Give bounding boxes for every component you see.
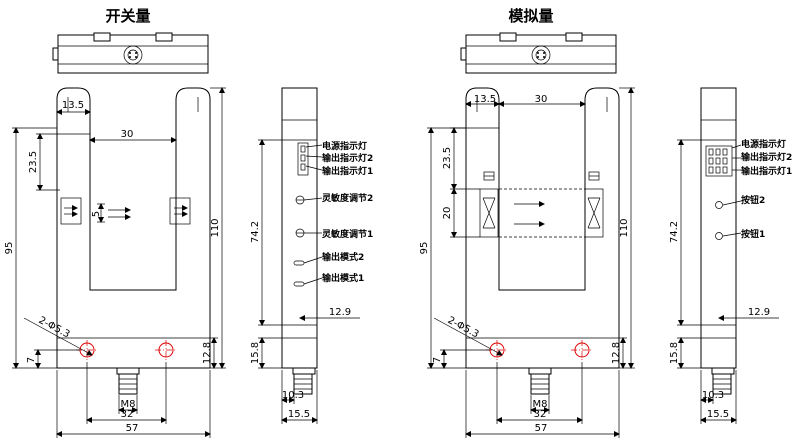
title-analog: 模拟量 — [508, 7, 553, 25]
dim-15-5-analog: 15.5 — [707, 409, 729, 420]
dim-57: 57 — [126, 423, 139, 434]
dim-20-analog: 20 — [442, 207, 453, 220]
label-switch-output-led-2: 输出指示灯2 — [322, 152, 373, 164]
dim-30: 30 — [121, 129, 134, 140]
switch-side-leaders: 电源指示灯 输出指示灯2 输出指示灯1 灵敏度调节2 灵敏度调节1 输出模式2 … — [303, 140, 373, 285]
label-analog-power-led: 电源指示灯 — [741, 138, 786, 150]
dim-30-analog: 30 — [535, 94, 548, 105]
analog-side-dimensions: 74.2 12.9 15.8 10.3 15.5 — [669, 139, 779, 424]
label-switch-sensitivity-2: 灵敏度调节2 — [321, 192, 373, 204]
label-analog-output-led-1: 输出指示灯1 — [741, 165, 792, 177]
title-switch: 开关量 — [105, 7, 150, 25]
dim-15-8-analog: 15.8 — [669, 342, 680, 364]
analog-top-view — [460, 32, 617, 74]
dim-m8-analog: M8 — [533, 399, 548, 410]
dim-74-2-switch: 74.2 — [250, 221, 261, 243]
switch-front-view — [56, 87, 211, 395]
dim-10-3-switch: 10.3 — [282, 390, 304, 401]
dim-95-analog: 95 — [419, 242, 430, 255]
dim-15-5-switch: 15.5 — [288, 409, 310, 420]
dim-13-5: 13.5 — [62, 100, 84, 111]
label-analog-output-led-2: 输出指示灯2 — [741, 151, 792, 163]
dim-7-analog: 7 — [432, 357, 443, 363]
label-switch-output-led-1: 输出指示灯1 — [322, 165, 373, 177]
label-analog-button-1: 按钮1 — [741, 228, 765, 240]
switch-front-dimensions: 13.5 30 23.5 5 95 110 12.8 7 2-Φ5.3 — [4, 87, 226, 438]
analog-side-leaders: 电源指示灯 输出指示灯2 输出指示灯1 按钮2 按钮1 — [722, 138, 792, 240]
dim-110-analog: 110 — [619, 218, 630, 237]
label-switch-sensitivity-1: 灵敏度调节1 — [321, 228, 373, 240]
dim-13-5-analog: 13.5 — [474, 94, 496, 105]
dim-110: 110 — [210, 218, 221, 237]
analog-side-view — [700, 87, 737, 395]
dim-23-5: 23.5 — [28, 151, 39, 173]
dim-57-analog: 57 — [535, 423, 548, 434]
dim-12-8: 12.8 — [202, 342, 213, 364]
dim-32-analog: 32 — [534, 409, 547, 420]
switch-side-dimensions: 74.2 12.9 15.8 10.3 15.5 — [250, 139, 360, 424]
dim-74-2-analog: 74.2 — [669, 221, 680, 243]
dim-12-9-analog: 12.9 — [748, 307, 770, 318]
dim-7: 7 — [26, 357, 37, 363]
switch-top-view — [52, 32, 209, 74]
label-switch-output-mode-2: 输出模式2 — [322, 251, 364, 263]
dim-5: 5 — [91, 211, 102, 217]
dim-12-8-analog: 12.8 — [611, 342, 622, 364]
dim-15-8-switch: 15.8 — [250, 342, 261, 364]
label-switch-output-mode-1: 输出模式1 — [322, 272, 364, 284]
dim-32: 32 — [121, 409, 134, 420]
dim-23-5-analog: 23.5 — [442, 147, 453, 169]
dim-m8: M8 — [121, 399, 136, 410]
label-analog-button-2: 按钮2 — [741, 194, 765, 206]
switch-side-view — [281, 87, 318, 395]
label-switch-power-led: 电源指示灯 — [322, 140, 367, 152]
dim-10-3-analog: 10.3 — [702, 390, 724, 401]
dim-12-9-switch: 12.9 — [329, 307, 351, 318]
dim-95: 95 — [4, 242, 15, 255]
